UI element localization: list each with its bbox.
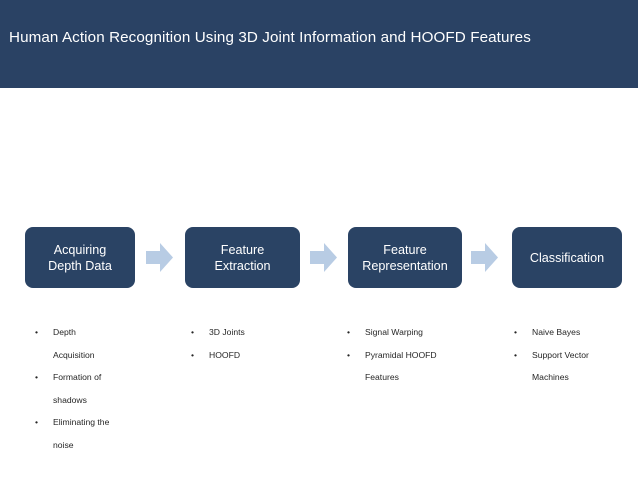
slide-title: Human Action Recognition Using 3D Joint … [9, 29, 531, 46]
process-box-label: Classification [529, 250, 605, 265]
process-box-classification[interactable]: Classification [512, 227, 622, 288]
right-arrow-icon [146, 243, 173, 272]
process-box-label: Feature Extraction [214, 242, 271, 273]
bullet-dot-icon: • [347, 349, 351, 360]
process-box-feature-representation[interactable]: Feature Representation [348, 227, 462, 288]
bullet-list-acquiring-depth-data: • Depth Acquisition • Formation of shado… [27, 321, 172, 456]
bullet-dot-icon: • [347, 327, 351, 337]
list-item-label: HOOFD [209, 349, 241, 360]
bullet-dot-icon: • [514, 327, 518, 337]
bullet-list-classification: • Naive Bayes • Support Vector Machines [506, 321, 636, 389]
bullet-dot-icon: • [514, 349, 518, 360]
right-arrow-icon [310, 243, 337, 272]
process-box-label: Acquiring Depth Data [48, 242, 112, 273]
right-arrow-icon [471, 243, 498, 272]
list-item: • HOOFD [183, 344, 328, 367]
slide-title-bar: Human Action Recognition Using 3D Joint … [0, 0, 638, 88]
bullet-dot-icon: • [35, 327, 39, 337]
list-item-label: Eliminating the noise [53, 417, 110, 450]
list-item-label: Depth Acquisition [53, 327, 95, 360]
bullet-dot-icon: • [35, 372, 39, 382]
bullet-dot-icon: • [35, 417, 39, 427]
list-item: • Depth Acquisition [27, 321, 172, 366]
list-item-label: Naive Bayes [532, 327, 581, 337]
process-box-acquiring-depth-data[interactable]: Acquiring Depth Data [25, 227, 135, 288]
list-item: • Formation of shadows [27, 366, 172, 411]
list-item-label: Support Vector Machines [532, 349, 589, 383]
list-item: • Naive Bayes [506, 321, 636, 344]
bullet-dot-icon: • [191, 349, 195, 360]
list-item: • Eliminating the noise [27, 411, 172, 456]
list-item: • Pyramidal HOOFD Features [339, 344, 499, 389]
process-flow-diagram: Acquiring Depth Data Feature Extraction … [0, 88, 638, 479]
list-item: • Support Vector Machines [506, 344, 636, 389]
list-item-label: Signal Warping [365, 327, 423, 337]
bullet-dot-icon: • [191, 327, 195, 337]
process-box-label: Feature Representation [362, 242, 448, 273]
list-item: • 3D Joints [183, 321, 328, 344]
bullet-list-feature-extraction: • 3D Joints • HOOFD [183, 321, 328, 366]
list-item-label: 3D Joints [209, 327, 245, 337]
list-item-label: Pyramidal HOOFD Features [365, 349, 437, 383]
list-item: • Signal Warping [339, 321, 499, 344]
process-box-feature-extraction[interactable]: Feature Extraction [185, 227, 300, 288]
list-item-label: Formation of shadows [53, 372, 102, 405]
bullet-list-feature-representation: • Signal Warping • Pyramidal HOOFD Featu… [339, 321, 499, 389]
